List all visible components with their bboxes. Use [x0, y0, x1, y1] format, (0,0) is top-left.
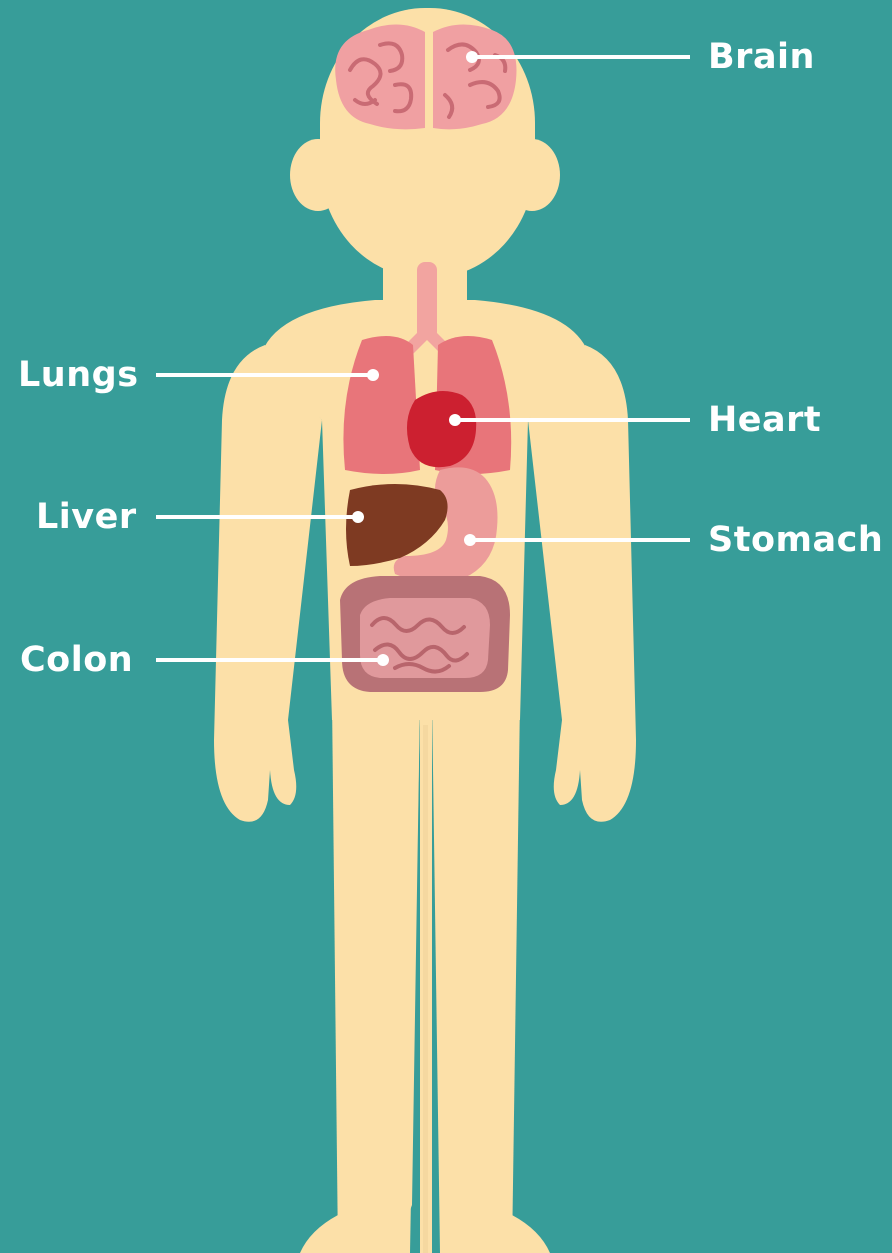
liver-label: Liver	[36, 497, 137, 537]
liver-dot	[352, 511, 364, 523]
left-ear	[290, 139, 346, 211]
left-leg-body	[332, 700, 420, 1253]
heart-dot	[449, 414, 461, 426]
stomach-label: Stomach	[708, 520, 883, 560]
right-leg-body	[432, 700, 520, 1253]
leg-gap-shadow	[423, 725, 428, 1253]
heart-organ	[407, 391, 476, 467]
brain-dot	[466, 51, 478, 63]
stomach-dot	[464, 534, 476, 546]
lungs-label: Lungs	[18, 355, 139, 395]
colon-organ	[340, 576, 510, 692]
colon-label: Colon	[20, 640, 133, 680]
colon-dot	[377, 654, 389, 666]
right-ear	[504, 139, 560, 211]
brain-label: Brain	[708, 37, 815, 77]
lungs-dot	[367, 369, 379, 381]
heart-label: Heart	[708, 400, 821, 440]
